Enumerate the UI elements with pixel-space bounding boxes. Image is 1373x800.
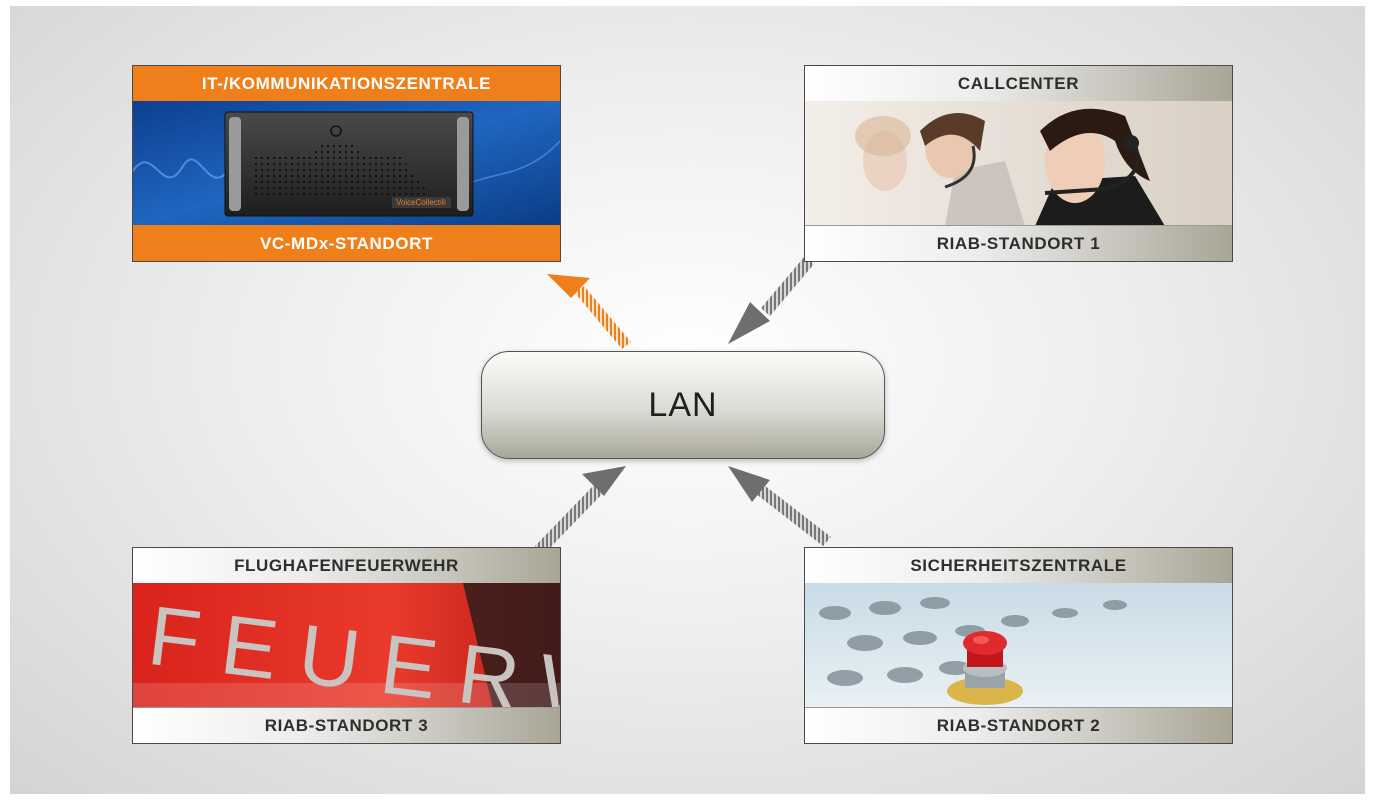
fire-truck-image: FEUERWEHR — [133, 583, 560, 708]
panel-it-center: IT-/KOMMUNIKATIONSZENTRALE — [132, 65, 561, 262]
panel-security-subtitle: RIAB-STANDORT 2 — [805, 707, 1232, 743]
lan-node: LAN — [481, 351, 885, 459]
arrow-firedept-to-lan — [535, 466, 626, 554]
arrow-lan-to-it-center — [547, 274, 631, 349]
panel-callcenter-title: CALLCENTER — [805, 66, 1232, 102]
panel-callcenter-subtitle: RIAB-STANDORT 1 — [805, 225, 1232, 261]
panel-security: SICHERHEITSZENTRALE — [804, 547, 1233, 744]
panel-it-center-title: IT-/KOMMUNIKATIONSZENTRALE — [133, 66, 560, 102]
emergency-button-image — [805, 583, 1232, 708]
panel-fire-dept-subtitle: RIAB-STANDORT 3 — [133, 707, 560, 743]
server-device-image: VoiceCollect® — [133, 101, 560, 226]
panel-fire-dept: FLUGHAFENFEUERWEHR FEUERWEHR RIAB-STANDO… — [132, 547, 561, 744]
callcenter-agents-image — [805, 101, 1232, 226]
lan-label: LAN — [648, 385, 718, 424]
arrow-security-to-lan — [728, 466, 831, 546]
panel-it-center-subtitle: VC-MDx-STANDORT — [133, 225, 560, 261]
panel-callcenter: CALLCENTER — [804, 65, 1233, 262]
panel-fire-dept-title: FLUGHAFENFEUERWEHR — [133, 548, 560, 584]
panel-security-title: SICHERHEITSZENTRALE — [805, 548, 1232, 584]
arrow-callcenter-to-lan — [728, 256, 814, 344]
connection-arrows — [535, 256, 831, 554]
device-brand-label: VoiceCollect® — [396, 198, 446, 207]
diagram-canvas: IT-/KOMMUNIKATIONSZENTRALE — [10, 6, 1365, 794]
